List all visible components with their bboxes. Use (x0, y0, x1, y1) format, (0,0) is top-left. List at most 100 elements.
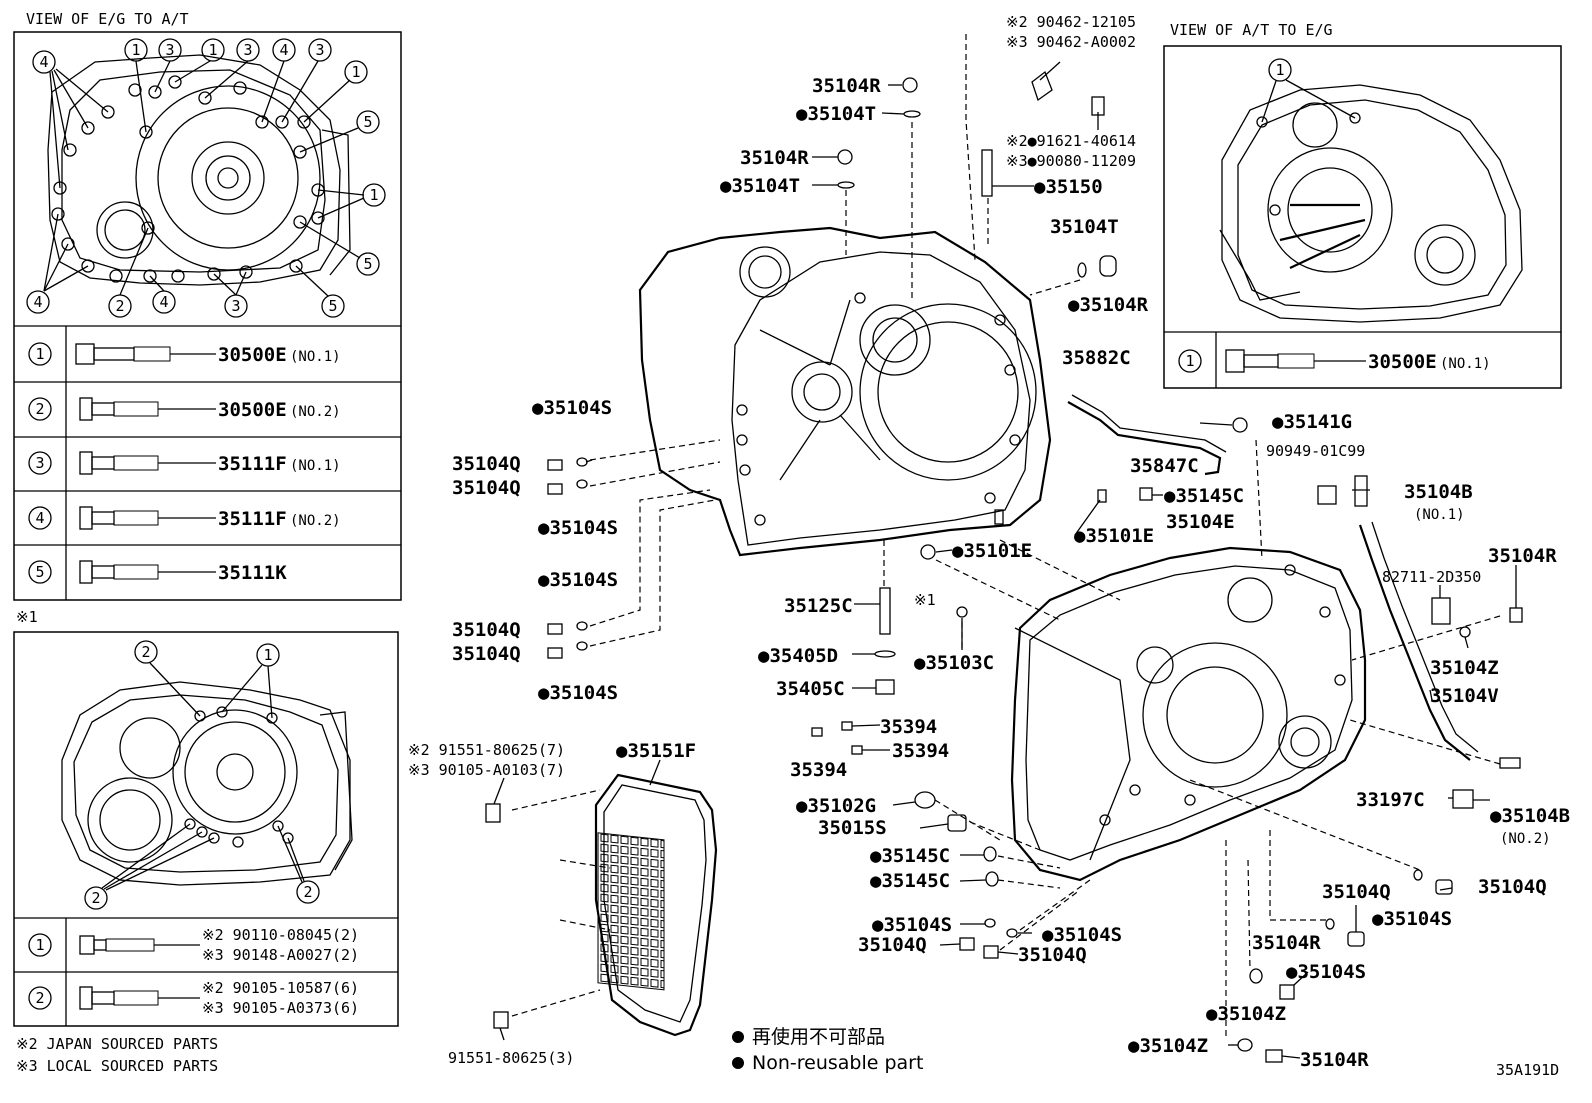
svg-text:5: 5 (328, 297, 337, 315)
label-35104R: 35104R (740, 147, 809, 169)
label-35104T: ●35104T (720, 175, 800, 197)
label-35145C: ●35145C (1164, 485, 1244, 507)
svg-text:2: 2 (141, 643, 150, 661)
label-33197C: 33197C (1356, 789, 1425, 811)
svg-text:5: 5 (35, 563, 44, 581)
label-35104Q: 35104Q (452, 477, 521, 499)
svg-text:1: 1 (1185, 352, 1194, 370)
svg-text:5: 5 (363, 113, 372, 131)
svg-text:30500E: 30500E (218, 399, 287, 421)
svg-text:4: 4 (279, 41, 288, 59)
svg-text:1: 1 (35, 936, 44, 954)
inset-mark1-title: ※1 (16, 608, 38, 626)
diagram-id: 35A191D (1496, 1061, 1559, 1079)
svg-text:4: 4 (39, 53, 48, 71)
label-82711-2D350: 82711-2D350 (1382, 568, 1481, 586)
bolt-table-1-row-5: 5 35111K (28, 560, 287, 584)
bolt-table-3: 1 ※2 90110-08045(2) ※3 90148-A0027(2) 2 … (28, 926, 359, 1017)
label-35150: ●35150 (1034, 176, 1103, 198)
svg-text:4: 4 (33, 293, 42, 311)
main-exploded-view: ※2 90462-12105 ※3 90462-A0002 ※2●91621-4… (408, 13, 1570, 1071)
label-35104S: ●35104S (1372, 908, 1452, 930)
svg-text:4: 4 (159, 293, 168, 311)
legend-nonreuse-jp: 再使用不可部品 (752, 1026, 885, 1048)
oil-hose-35104V (1358, 521, 1479, 761)
label-35394: 35394 (892, 740, 949, 762)
label-35104T: ●35104T (796, 103, 876, 125)
svg-text:2: 2 (35, 989, 44, 1007)
svg-text:2: 2 (35, 400, 44, 418)
svg-text:※2 90105-10587(6): ※2 90105-10587(6) (202, 979, 359, 997)
label-35104Z: 35104Z (1430, 657, 1499, 679)
label-90949-01C99: 90949-01C99 (1266, 442, 1365, 460)
svg-text:1: 1 (208, 41, 217, 59)
balloons-at-view: 1 (1261, 58, 1356, 123)
label-35405D: ●35405D (758, 645, 838, 667)
label-91621-40614: ※2●91621-40614 (1006, 132, 1136, 150)
label-35104Q: 35104Q (452, 619, 521, 641)
svg-text:※3 90148-A0027(2): ※3 90148-A0027(2) (202, 946, 359, 964)
housing-at-view-sketch (1219, 84, 1523, 323)
oil-pan (594, 773, 718, 1037)
legend: ※2 JAPAN SOURCED PARTS ※3 LOCAL SOURCED … (16, 1026, 1559, 1079)
label-35104B-no2: ●35104B (1490, 805, 1570, 827)
svg-text:35111K: 35111K (218, 562, 287, 584)
label-35104R: 35104R (812, 75, 881, 97)
label-35104R: 35104R (1252, 932, 1321, 954)
svg-text:30500E: 30500E (1368, 351, 1437, 373)
label-35145C: ●35145C (870, 845, 950, 867)
svg-text:35111F: 35111F (218, 453, 287, 475)
label-90080-11209: ※3●90080-11209 (1006, 152, 1136, 170)
label-90462-12105: ※2 90462-12105 (1006, 13, 1136, 31)
svg-text:(NO.2): (NO.2) (290, 513, 341, 529)
label-35405C: 35405C (776, 678, 845, 700)
legend-local: ※3 LOCAL SOURCED PARTS (16, 1057, 218, 1075)
svg-text:30500E: 30500E (218, 344, 287, 366)
housing-mark1-sketch (61, 681, 353, 886)
label-35104Q: 35104Q (452, 453, 521, 475)
bolt-table-3-row-2: 2 ※2 90105-10587(6) ※3 90105-A0373(6) (28, 979, 359, 1017)
svg-text:2: 2 (91, 889, 100, 907)
svg-text:※3 90105-A0373(6): ※3 90105-A0373(6) (202, 999, 359, 1017)
label-35104S: ●35104S (872, 914, 952, 936)
svg-text:2: 2 (303, 883, 312, 901)
label-35104Q: 35104Q (1322, 881, 1391, 903)
bolt-table-1-row-2: 2 30500E (NO.2) (28, 397, 341, 421)
label-35882C: 35882C (1062, 347, 1131, 369)
label-35104V: 35104V (1430, 685, 1499, 707)
nonreuse-dot-icon (732, 1031, 744, 1043)
svg-text:3: 3 (231, 297, 240, 315)
label-35104Q: 35104Q (858, 934, 927, 956)
svg-text:(NO.1): (NO.1) (1440, 356, 1491, 372)
svg-text:※2 90110-08045(2): ※2 90110-08045(2) (202, 926, 359, 944)
svg-text:5: 5 (363, 255, 372, 273)
legend-japan: ※2 JAPAN SOURCED PARTS (16, 1035, 218, 1053)
label-35394: 35394 (790, 759, 847, 781)
svg-text:1: 1 (369, 186, 378, 204)
inset-at-to-eg: VIEW OF A/T TO E/G 1 (1163, 21, 1562, 389)
label-35103C: ●35103C (914, 652, 994, 674)
label-35104R: ●35104R (1068, 294, 1149, 316)
label-35101E: ●35101E (1074, 525, 1154, 547)
label-35104Q: 35104Q (1018, 944, 1087, 966)
label-35104S: ●35104S (538, 517, 618, 539)
svg-text:4: 4 (35, 509, 44, 527)
svg-text:3: 3 (165, 41, 174, 59)
label-mark1: ※1 (914, 591, 936, 609)
label-35145C: ●35145C (870, 870, 950, 892)
svg-text:(NO.1): (NO.1) (290, 349, 341, 365)
label-35104Z: ●35104Z (1128, 1035, 1208, 1057)
inset-mark1: ※1 2 1 (13, 608, 399, 1027)
label-35104B-no1: 35104B (1404, 481, 1473, 503)
bolt-table-2: 1 30500E (NO.1) (1178, 349, 1491, 373)
svg-text:1: 1 (351, 63, 360, 81)
label-35104S: ●35104S (538, 682, 618, 704)
label-35125C: 35125C (784, 595, 853, 617)
label-35104S: ●35104S (1286, 961, 1366, 983)
oil-pipe-35847C (1067, 394, 1227, 476)
label-35015S: 35015S (818, 817, 887, 839)
label-35104Q: 35104Q (1478, 876, 1547, 898)
